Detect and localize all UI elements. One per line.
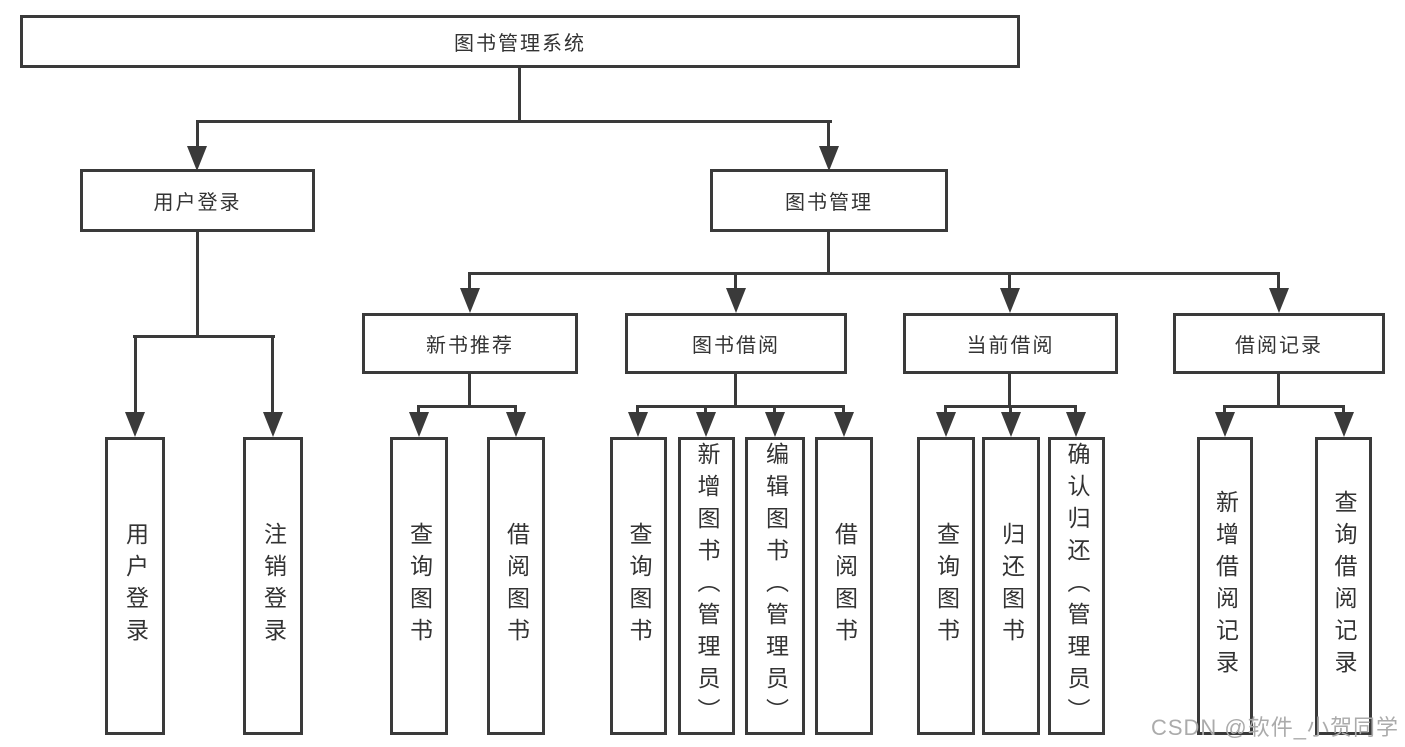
arrow-down-icon bbox=[1000, 288, 1020, 313]
connector-line bbox=[1008, 272, 1011, 290]
arrow-down-icon bbox=[696, 412, 716, 437]
connector-line bbox=[1074, 405, 1077, 414]
connector-line bbox=[636, 405, 845, 408]
arrow-down-icon bbox=[834, 412, 854, 437]
leaf-user-login-label: 用户登录 bbox=[122, 522, 149, 650]
connector-line bbox=[1342, 405, 1345, 414]
leaf-borrow-books: 借阅图书 bbox=[815, 437, 873, 735]
node-book-borrowing: 图书借阅 bbox=[625, 313, 847, 374]
arrow-down-icon bbox=[506, 412, 526, 437]
leaf-add-borrow-record: 新增借阅记录 bbox=[1197, 437, 1253, 735]
arrow-down-icon bbox=[1066, 412, 1086, 437]
arrow-down-icon bbox=[1001, 412, 1021, 437]
leaf-confirm-return-admin-label: 确认归还（管理员） bbox=[1064, 442, 1090, 730]
leaf-borrow-books-recommend: 借阅图书 bbox=[487, 437, 545, 735]
leaf-query-borrow-record: 查询借阅记录 bbox=[1315, 437, 1372, 735]
leaf-borrow-books-recommend-label: 借阅图书 bbox=[503, 522, 530, 650]
node-new-book-recommendation-label: 新书推荐 bbox=[426, 335, 514, 357]
connector-line bbox=[773, 405, 776, 414]
connector-line bbox=[196, 120, 832, 123]
leaf-add-borrow-record-label: 新增借阅记录 bbox=[1212, 490, 1239, 682]
connector-line bbox=[417, 405, 517, 408]
connector-line bbox=[1277, 272, 1280, 290]
arrow-down-icon bbox=[765, 412, 785, 437]
connector-line bbox=[734, 272, 737, 290]
node-borrowing-records-label: 借阅记录 bbox=[1235, 335, 1323, 357]
arrow-down-icon bbox=[1215, 412, 1235, 437]
leaf-query-books-recommend-label: 查询图书 bbox=[406, 522, 433, 650]
connector-line bbox=[734, 374, 737, 407]
connector-line bbox=[133, 335, 275, 338]
node-user-login-label: 用户登录 bbox=[153, 192, 242, 214]
node-root: 图书管理系统 bbox=[20, 15, 1020, 68]
connector-line bbox=[134, 335, 137, 414]
leaf-borrow-books-label: 借阅图书 bbox=[831, 522, 858, 650]
node-current-borrowing: 当前借阅 bbox=[903, 313, 1118, 374]
node-borrowing-records: 借阅记录 bbox=[1173, 313, 1385, 374]
node-book-management: 图书管理 bbox=[710, 169, 948, 232]
leaf-logout: 注销登录 bbox=[243, 437, 303, 735]
arrow-down-icon bbox=[819, 146, 839, 171]
connector-line bbox=[944, 405, 947, 414]
arrow-down-icon bbox=[726, 288, 746, 313]
arrow-down-icon bbox=[409, 412, 429, 437]
leaf-query-books-borrowing-label: 查询图书 bbox=[626, 522, 652, 650]
leaf-add-books-admin-label: 新增图书（管理员） bbox=[694, 442, 720, 730]
connector-line bbox=[1223, 405, 1345, 408]
leaf-logout-label: 注销登录 bbox=[260, 522, 287, 650]
node-book-management-label: 图书管理 bbox=[785, 192, 873, 214]
leaf-edit-books-admin-label: 编辑图书（管理员） bbox=[762, 442, 789, 730]
connector-line bbox=[468, 374, 471, 407]
connector-line bbox=[468, 272, 471, 290]
leaf-query-borrow-record-label: 查询借阅记录 bbox=[1331, 490, 1357, 682]
connector-line bbox=[704, 405, 707, 414]
arrow-down-icon bbox=[1269, 288, 1289, 313]
connector-line bbox=[636, 405, 639, 414]
leaf-user-login: 用户登录 bbox=[105, 437, 165, 735]
connector-line bbox=[1277, 374, 1280, 407]
connector-line bbox=[417, 405, 420, 414]
connector-line bbox=[514, 405, 517, 414]
connector-line bbox=[827, 232, 830, 274]
leaf-edit-books-admin: 编辑图书（管理员） bbox=[745, 437, 805, 735]
leaf-query-books-recommend: 查询图书 bbox=[390, 437, 448, 735]
connector-line bbox=[196, 232, 199, 337]
connector-line bbox=[1009, 405, 1012, 414]
leaf-query-books-borrowing: 查询图书 bbox=[610, 437, 667, 735]
connector-line bbox=[827, 120, 830, 148]
connector-line bbox=[1223, 405, 1226, 414]
connector-line bbox=[196, 120, 199, 148]
connector-line bbox=[518, 68, 521, 121]
node-root-label: 图书管理系统 bbox=[454, 33, 586, 55]
leaf-return-books-label: 归还图书 bbox=[998, 522, 1025, 650]
leaf-return-books: 归还图书 bbox=[982, 437, 1040, 735]
connector-line bbox=[271, 335, 274, 414]
arrow-down-icon bbox=[263, 412, 283, 437]
leaf-add-books-admin: 新增图书（管理员） bbox=[678, 437, 735, 735]
arrow-down-icon bbox=[187, 146, 207, 171]
leaf-query-books-current-label: 查询图书 bbox=[933, 522, 960, 650]
arrow-down-icon bbox=[460, 288, 480, 313]
watermark: CSDN @软件_小贺同学 bbox=[1150, 715, 1399, 740]
arrow-down-icon bbox=[125, 412, 145, 437]
arrow-down-icon bbox=[628, 412, 648, 437]
arrow-down-icon bbox=[1334, 412, 1354, 437]
connector-line bbox=[468, 272, 1280, 275]
leaf-query-books-current: 查询图书 bbox=[917, 437, 975, 735]
connector-line bbox=[842, 405, 845, 414]
connector-line bbox=[1008, 374, 1011, 407]
node-book-borrowing-label: 图书借阅 bbox=[692, 335, 780, 357]
node-current-borrowing-label: 当前借阅 bbox=[966, 335, 1055, 357]
node-user-login: 用户登录 bbox=[80, 169, 315, 232]
arrow-down-icon bbox=[936, 412, 956, 437]
node-new-book-recommendation: 新书推荐 bbox=[362, 313, 578, 374]
leaf-confirm-return-admin: 确认归还（管理员） bbox=[1048, 437, 1105, 735]
